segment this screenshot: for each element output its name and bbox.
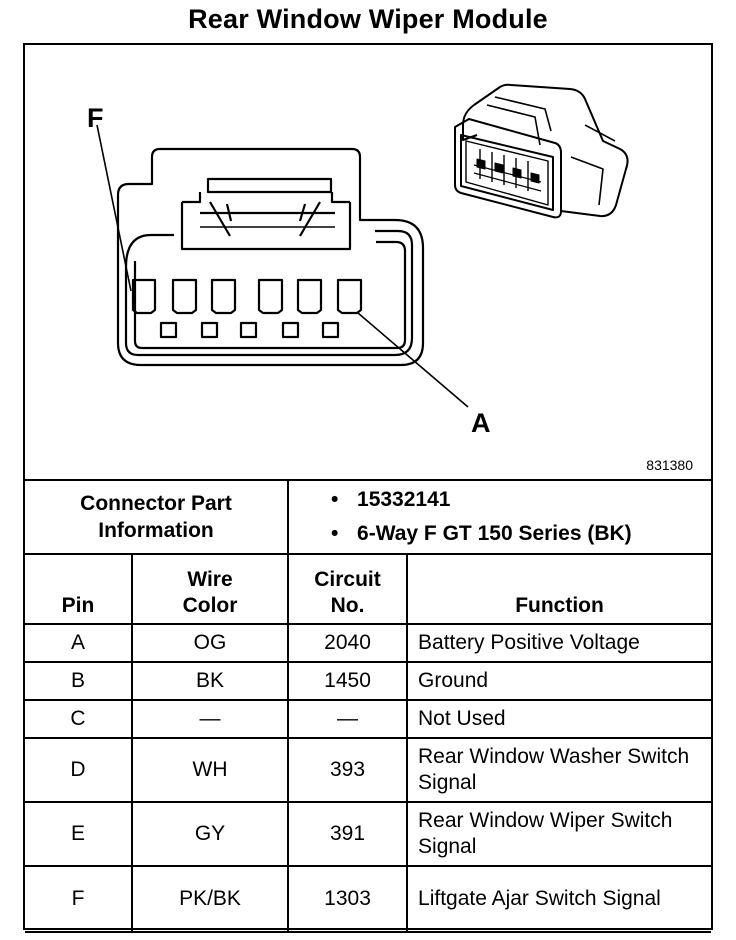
cell-function: Rear Window Washer Switch Signal xyxy=(406,737,712,803)
header-function: Function xyxy=(406,553,712,625)
leader-line-a xyxy=(357,312,469,408)
cell-color: PK/BK xyxy=(130,865,290,933)
connector-housing-outline xyxy=(116,147,425,367)
leader-line-f xyxy=(96,124,132,292)
cell-function: Liftgate Ajar Switch Signal xyxy=(406,865,712,933)
latch xyxy=(206,177,333,194)
bottom-slots xyxy=(159,321,340,339)
table-header-row: Pin Wire Color Circuit No. Function xyxy=(25,553,712,625)
cell-color: — xyxy=(130,699,290,739)
page-title: Rear Window Wiper Module xyxy=(188,4,548,34)
cell-pin: B xyxy=(25,661,133,701)
connector-part-info-list: •15332141 •6-Way F GT 150 Series (BK) xyxy=(287,479,712,555)
cell-pin: E xyxy=(25,801,133,867)
connector-table: Connector Part Information •15332141 •6-… xyxy=(25,479,712,933)
table-row: D WH 393 Rear Window Washer Switch Signa… xyxy=(25,737,712,803)
table-row: B BK 1450 Ground xyxy=(25,661,712,701)
cell-color: BK xyxy=(130,661,290,701)
cell-circuit: 2040 xyxy=(287,623,409,663)
header-pin: Pin xyxy=(25,553,133,625)
table-row: F PK/BK 1303 Liftgate Ajar Switch Signal xyxy=(25,865,712,933)
figure-number: 831380 xyxy=(646,457,693,473)
cell-pin: F xyxy=(25,865,133,933)
cell-function: Battery Positive Voltage xyxy=(406,623,712,663)
header-circuit: Circuit No. xyxy=(287,553,409,625)
cell-function: Not Used xyxy=(406,699,712,739)
cell-pin: C xyxy=(25,699,133,739)
header-wire-color: Wire Color xyxy=(130,553,290,625)
connector-face-drawing: F A xyxy=(87,83,629,438)
cell-circuit: — xyxy=(287,699,409,739)
pin-label-a: A xyxy=(471,408,491,438)
cell-pin: A xyxy=(25,623,133,663)
table-row: E GY 391 Rear Window Wiper Switch Signal xyxy=(25,801,712,867)
pin-cavities xyxy=(131,278,363,315)
list-item: •15332141 xyxy=(331,488,451,511)
connector-part-info-label: Connector Part Information xyxy=(25,479,290,555)
connector-3d-view xyxy=(454,83,629,219)
cell-pin: D xyxy=(25,737,133,803)
connector-diagram: F A 831380 xyxy=(25,45,711,479)
cell-color: OG xyxy=(130,623,290,663)
cell-circuit: 391 xyxy=(287,801,409,867)
pin-label-f: F xyxy=(87,103,104,133)
document-frame: F A 831380 Connector Part Information •1… xyxy=(23,43,713,933)
cell-circuit: 1303 xyxy=(287,865,409,933)
cell-function: Rear Window Wiper Switch Signal xyxy=(406,801,712,867)
table-row: C — — Not Used xyxy=(25,699,712,739)
cell-circuit: 1450 xyxy=(287,661,409,701)
cell-function: Ground xyxy=(406,661,712,701)
cell-color: WH xyxy=(130,737,290,803)
cell-circuit: 393 xyxy=(287,737,409,803)
connector-part-info-row: Connector Part Information •15332141 •6-… xyxy=(25,479,712,555)
table-row: A OG 2040 Battery Positive Voltage xyxy=(25,623,712,663)
cell-color: GY xyxy=(130,801,290,867)
list-item: •6-Way F GT 150 Series (BK) xyxy=(331,522,632,545)
